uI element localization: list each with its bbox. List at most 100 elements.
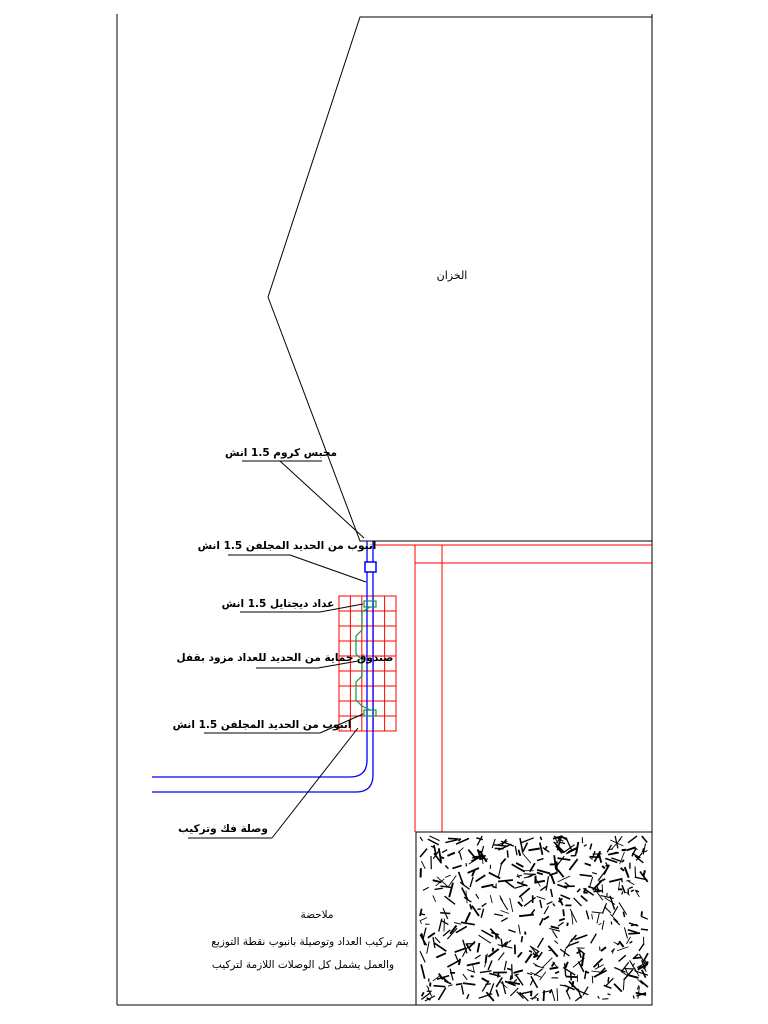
soil-hatch-stroke bbox=[454, 947, 466, 954]
soil-hatch-stroke bbox=[592, 957, 604, 968]
soil-hatch-stroke bbox=[467, 969, 476, 973]
soil-hatch-stroke bbox=[426, 985, 430, 989]
soil-hatch-stroke bbox=[637, 963, 649, 971]
note-line-1: يتم تركيب العداد وتوصيلة بانبوب نقطة الت… bbox=[211, 936, 409, 948]
soil-hatch-stroke bbox=[489, 928, 501, 940]
soil-hatch-stroke bbox=[567, 941, 580, 947]
soil-hatch-stroke bbox=[631, 847, 637, 857]
soil-hatch-stroke bbox=[444, 895, 456, 905]
soil-hatch-stroke bbox=[545, 876, 550, 891]
digital-meter-label: عداد ديجتايل 1.5 انش bbox=[222, 598, 335, 610]
soil-hatch-stroke bbox=[563, 948, 567, 957]
soil-hatch-stroke bbox=[489, 895, 493, 904]
soil-hatch-stroke bbox=[442, 977, 449, 984]
soil-hatch-stroke bbox=[504, 879, 515, 889]
soil-hatch-stroke bbox=[474, 954, 481, 960]
soil-hatch-stroke bbox=[432, 936, 436, 949]
soil-hatch-stroke bbox=[530, 997, 537, 1000]
soil-hatch-stroke bbox=[470, 857, 478, 863]
soil-hatch-stroke bbox=[515, 862, 524, 868]
soil-hatch-stroke bbox=[556, 836, 562, 851]
tank-label: الخزان bbox=[437, 269, 468, 282]
soil-hatch-stroke bbox=[533, 954, 539, 959]
soil-hatch-stroke bbox=[554, 940, 559, 945]
soil-hatch-stroke bbox=[478, 934, 492, 944]
soil-hatch-stroke bbox=[460, 921, 475, 926]
soil-hatch-stroke bbox=[484, 953, 488, 968]
soil-hatch-stroke bbox=[605, 864, 609, 868]
soil-hatch-stroke bbox=[517, 849, 522, 857]
soil-hatch-stroke bbox=[640, 911, 643, 916]
soil-hatch-stroke bbox=[538, 842, 544, 855]
soil-hatch-stroke bbox=[628, 922, 639, 927]
galv-pipe-bottom-label: انبوب من الحديد المجلفن 1.5 انش bbox=[173, 719, 352, 731]
soil-hatch-stroke bbox=[552, 903, 556, 907]
soil-hatch-stroke bbox=[511, 863, 526, 873]
soil-hatch-stroke bbox=[494, 913, 504, 917]
soil-hatch-stroke bbox=[642, 952, 649, 963]
soil-hatch-stroke bbox=[520, 880, 524, 885]
soil-hatch-stroke bbox=[550, 874, 556, 885]
soil-hatch-stroke bbox=[475, 874, 486, 883]
soil-hatch-stroke bbox=[643, 850, 648, 853]
soil-hatch-stroke bbox=[623, 866, 630, 879]
soil-hatch-stroke bbox=[463, 896, 472, 903]
soil-hatch-stroke bbox=[590, 933, 597, 944]
soil-hatch-stroke bbox=[455, 837, 470, 845]
soil-hatch-stroke bbox=[429, 835, 440, 842]
soil-hatch-stroke bbox=[457, 871, 465, 886]
soil-hatch-stroke bbox=[636, 985, 640, 990]
soil-hatch-stroke bbox=[524, 931, 527, 935]
soil-hatch-stroke bbox=[624, 967, 629, 977]
soil-hatch-stroke bbox=[564, 961, 569, 969]
soil-hatch-stroke bbox=[618, 940, 625, 948]
soil-hatch-stroke bbox=[621, 885, 626, 894]
soil-hatch-stroke bbox=[627, 928, 638, 934]
soil-hatch bbox=[419, 835, 649, 1002]
soil-hatch-stroke bbox=[557, 883, 568, 889]
soil-hatch-stroke bbox=[518, 887, 531, 898]
soil-hatch-stroke bbox=[551, 930, 558, 939]
soil-hatch-stroke bbox=[467, 867, 480, 874]
soil-hatch-stroke bbox=[424, 995, 436, 1002]
soil-hatch-stroke bbox=[635, 889, 640, 893]
soil-hatch-stroke bbox=[529, 862, 536, 873]
soil-hatch-stroke bbox=[436, 974, 450, 981]
soil-hatch-stroke bbox=[521, 842, 529, 853]
soil-hatch-stroke bbox=[495, 989, 500, 997]
soil-hatch-stroke bbox=[565, 837, 573, 850]
soil-hatch-stroke bbox=[576, 888, 581, 893]
soil-hatch-stroke bbox=[462, 939, 468, 954]
soil-hatch-stroke bbox=[420, 860, 426, 870]
soil-hatch-stroke bbox=[558, 897, 563, 902]
soil-hatch-stroke bbox=[628, 881, 635, 886]
soil-hatch-stroke bbox=[526, 972, 533, 976]
soil-hatch-stroke bbox=[508, 929, 516, 933]
soil-hatch-stroke bbox=[440, 911, 451, 915]
soil-hatch-stroke bbox=[613, 983, 623, 993]
soil-hatch-stroke bbox=[514, 973, 519, 976]
soil-hatch-stroke bbox=[562, 909, 565, 917]
soil-hatch-stroke bbox=[435, 952, 447, 959]
soil-hatch-stroke bbox=[536, 895, 546, 900]
soil-hatch-stroke bbox=[434, 936, 441, 944]
soil-hatch-stroke bbox=[549, 888, 554, 898]
soil-hatch-stroke bbox=[475, 893, 480, 899]
soil-hatch-stroke bbox=[583, 887, 587, 893]
soil-hatch-stroke bbox=[582, 986, 589, 996]
soil-hatch-stroke bbox=[569, 908, 578, 923]
soil-hatch-stroke bbox=[546, 901, 553, 905]
note-line-2: والعمل يشمل كل الوصلات اللازمة لتركيب bbox=[212, 959, 394, 971]
soil-hatch-stroke bbox=[538, 917, 544, 926]
soil-hatch-stroke bbox=[541, 957, 553, 969]
soil-hatch-stroke bbox=[445, 839, 458, 844]
soil-hatch-stroke bbox=[509, 987, 519, 997]
water-pipe bbox=[152, 541, 374, 793]
soil-hatch-stroke bbox=[448, 882, 454, 898]
soil-hatch-stroke bbox=[601, 920, 605, 930]
soil-hatch-stroke bbox=[504, 980, 516, 987]
soil-hatch-stroke bbox=[628, 932, 641, 935]
soil-hatch-stroke bbox=[550, 925, 560, 930]
soil-hatch-stroke bbox=[535, 878, 541, 887]
soil-hatch-stroke bbox=[565, 986, 570, 993]
